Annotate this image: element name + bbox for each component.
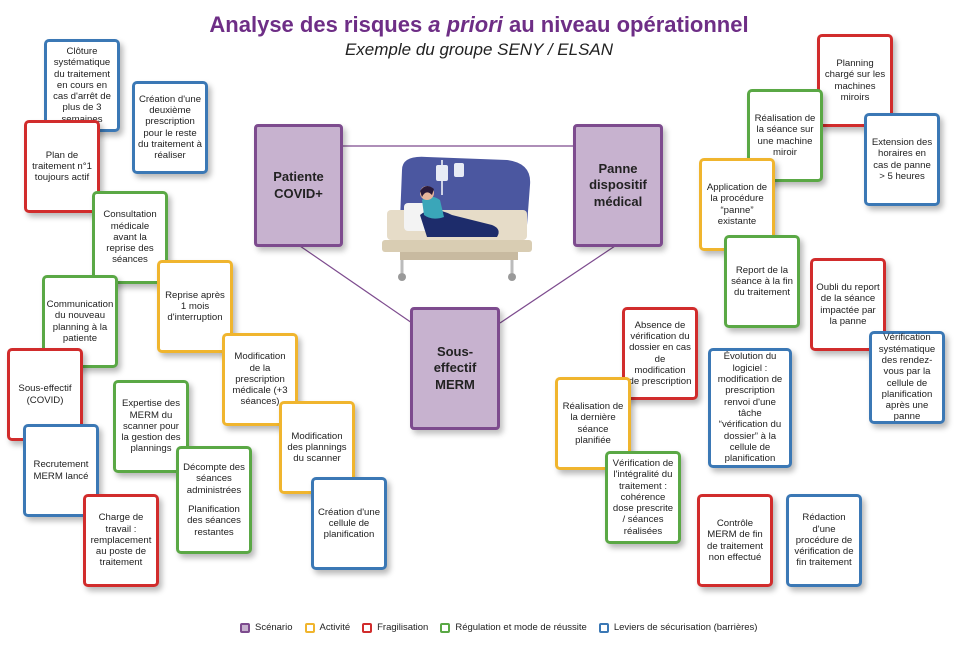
card-charge-travail: Charge de travail : remplacement au post… (83, 494, 159, 587)
legend-leviers-swatch (598, 622, 609, 633)
card-absence-verification-dossier: Absence de vérification du dossier en ca… (622, 307, 698, 400)
card-planning-charge-miroirs: Planning chargé sur les machines miroirs (817, 34, 893, 127)
page-subtitle: Exemple du groupe SENY / ELSAN (344, 40, 614, 59)
legend-scenario: Scénario (240, 622, 293, 633)
scenario-panne-dispositif: Panne dispositif médical (573, 124, 663, 247)
legend-regulation-swatch (440, 622, 451, 633)
card-redaction-procedure: Rédaction d'une procédure de vérificatio… (786, 494, 862, 587)
card-evolution-logiciel: Évolution du logiciel : modification de … (708, 348, 792, 468)
scenario-sous-effectif-merm: Sous-effectif MERM (410, 307, 500, 430)
legend-regulation: Régulation et mode de réussite (440, 622, 587, 633)
card-creation-deuxieme-prescription: Création d'une deuxième prescription pou… (132, 81, 208, 174)
card-reprise-interruption: Reprise après 1 mois d'interruption (157, 260, 233, 353)
legend-leviers: Leviers de sécurisation (barrières) (598, 622, 757, 633)
card-realisation-derniere-seance: Réalisation de la dernière séance planif… (555, 377, 631, 470)
legend-fragilisation-swatch (362, 622, 373, 633)
card-extension-horaires: Extension des horaires en cas de panne >… (864, 113, 940, 206)
card-decompte-planification: Décompte des séances administrées Planif… (176, 446, 252, 554)
card-consultation-medicale: Consultation médicale avant la reprise d… (92, 191, 168, 284)
legend-activite: Activité (304, 622, 350, 633)
card-controle-fin-traitement: Contrôle MERM de fin de traitement non e… (697, 494, 773, 587)
card-verification-rendez-vous: Vérification systématique des rendez-vou… (869, 331, 945, 424)
card-verification-integralite: Vérification de l'intégralité du traitem… (605, 451, 681, 544)
page-title: Analyse des risques a priori au niveau o… (209, 12, 749, 37)
card-plan-traitement-actif: Plan de traitement n°1 toujours actif (24, 120, 100, 213)
card-modification-prescription: Modification de la prescription médicale… (222, 333, 298, 426)
card-cloture-systematique: Clôture systématique du traitement en co… (44, 39, 120, 132)
card-creation-cellule: Création d'une cellule de planification (311, 477, 387, 570)
patient-bed-illustration (382, 156, 532, 281)
legend-activite-swatch (304, 622, 315, 633)
card-report-seance: Report de la séance à la fin du traiteme… (724, 235, 800, 328)
scenario-patiente-covid: Patiente COVID+ (254, 124, 343, 247)
legend: Scénario Activité Fragilisation Régulati… (240, 622, 769, 633)
card-planification-text: Planification des séances restantes (187, 504, 241, 538)
legend-scenario-swatch (240, 622, 250, 633)
legend-fragilisation: Fragilisation (362, 622, 428, 633)
card-decompte-text: Décompte des séances administrées (183, 462, 245, 496)
